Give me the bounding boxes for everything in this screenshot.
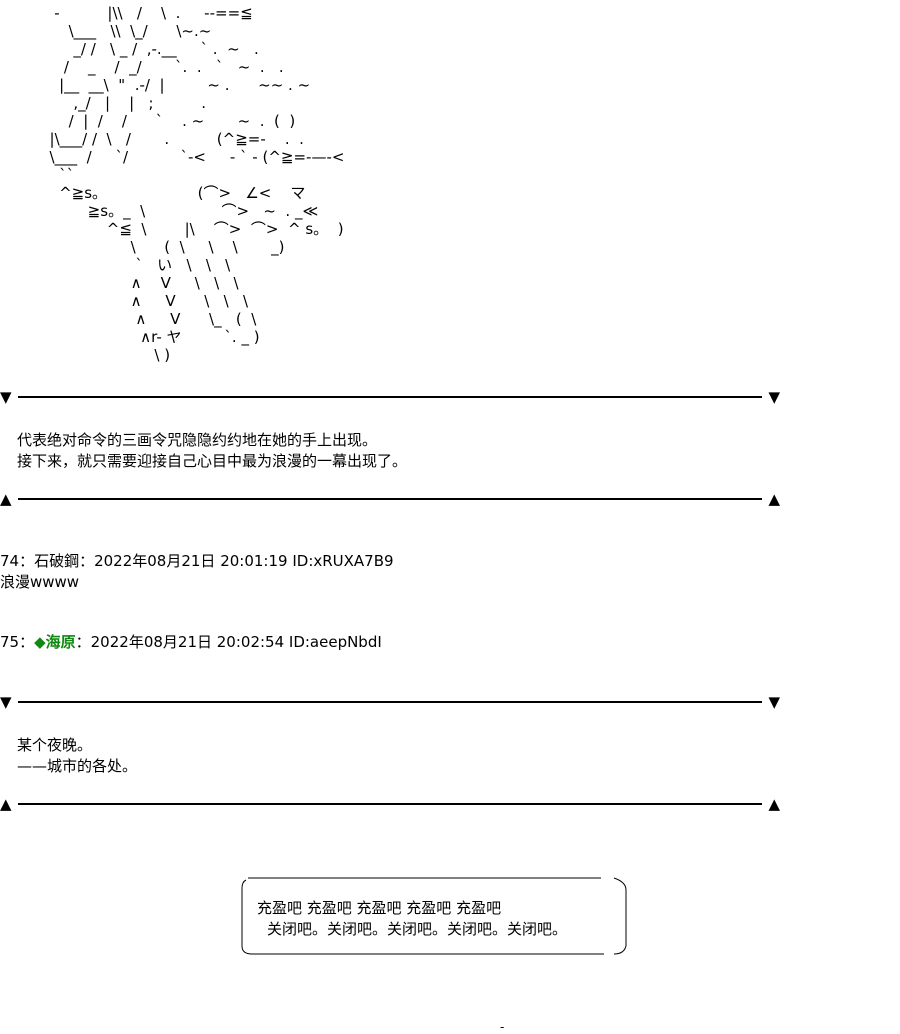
separator-bar xyxy=(18,396,762,398)
down-triangle-icon: ▼ xyxy=(768,388,780,406)
down-triangle-icon: ▼ xyxy=(768,693,780,711)
ascii-art-hands: - |\\ / \ . --==≦ \___ \\ \_/ \~.~ _/ / … xyxy=(49,4,345,364)
narration-line: ——城市的各处。 xyxy=(17,757,138,775)
post-header: 75：◆海原：2022年08月21日 20:02:54 ID:aeepNbdI xyxy=(0,632,382,652)
separator-bar xyxy=(18,803,762,805)
separator-top: ▼ ▼ xyxy=(0,692,780,712)
separator-bottom: ▲ ▲ xyxy=(0,489,780,509)
separator-bar xyxy=(18,498,762,500)
post-body: 浪漫wwww xyxy=(0,573,80,591)
separator-bottom: ▲ ▲ xyxy=(0,794,780,814)
narration-line: 接下来，就只需要迎接自己心目中最为浪漫的一幕出现了。 xyxy=(17,452,408,470)
up-triangle-icon: ▲ xyxy=(768,795,780,813)
post-header: 74：石破鋼：2022年08月21日 20:01:19 ID:xRUXA7B9 xyxy=(0,552,394,570)
page-end-mark: - xyxy=(500,1020,505,1034)
up-triangle-icon: ▲ xyxy=(768,490,780,508)
speech-bubble xyxy=(241,877,627,955)
up-triangle-icon: ▲ xyxy=(0,795,12,813)
separator-bar xyxy=(18,701,762,703)
speech-line: 关闭吧。关闭吧。关闭吧。关闭吧。关闭吧。 xyxy=(267,920,568,938)
post-number: 75： xyxy=(0,633,35,651)
down-triangle-icon: ▼ xyxy=(0,693,12,711)
separator-top: ▼ ▼ xyxy=(0,387,780,407)
up-triangle-icon: ▲ xyxy=(0,490,12,508)
narration-line: 某个夜晚。 xyxy=(17,736,93,754)
post-meta: ：2022年08月21日 20:02:54 ID:aeepNbdI xyxy=(75,633,382,651)
poster-name: ◆海原 xyxy=(34,633,76,651)
narration-line: 代表绝对命令的三画令咒隐隐约约地在她的手上出现。 xyxy=(17,431,378,449)
speech-line: 充盈吧 充盈吧 充盈吧 充盈吧 充盈吧 xyxy=(257,899,502,917)
down-triangle-icon: ▼ xyxy=(0,388,12,406)
